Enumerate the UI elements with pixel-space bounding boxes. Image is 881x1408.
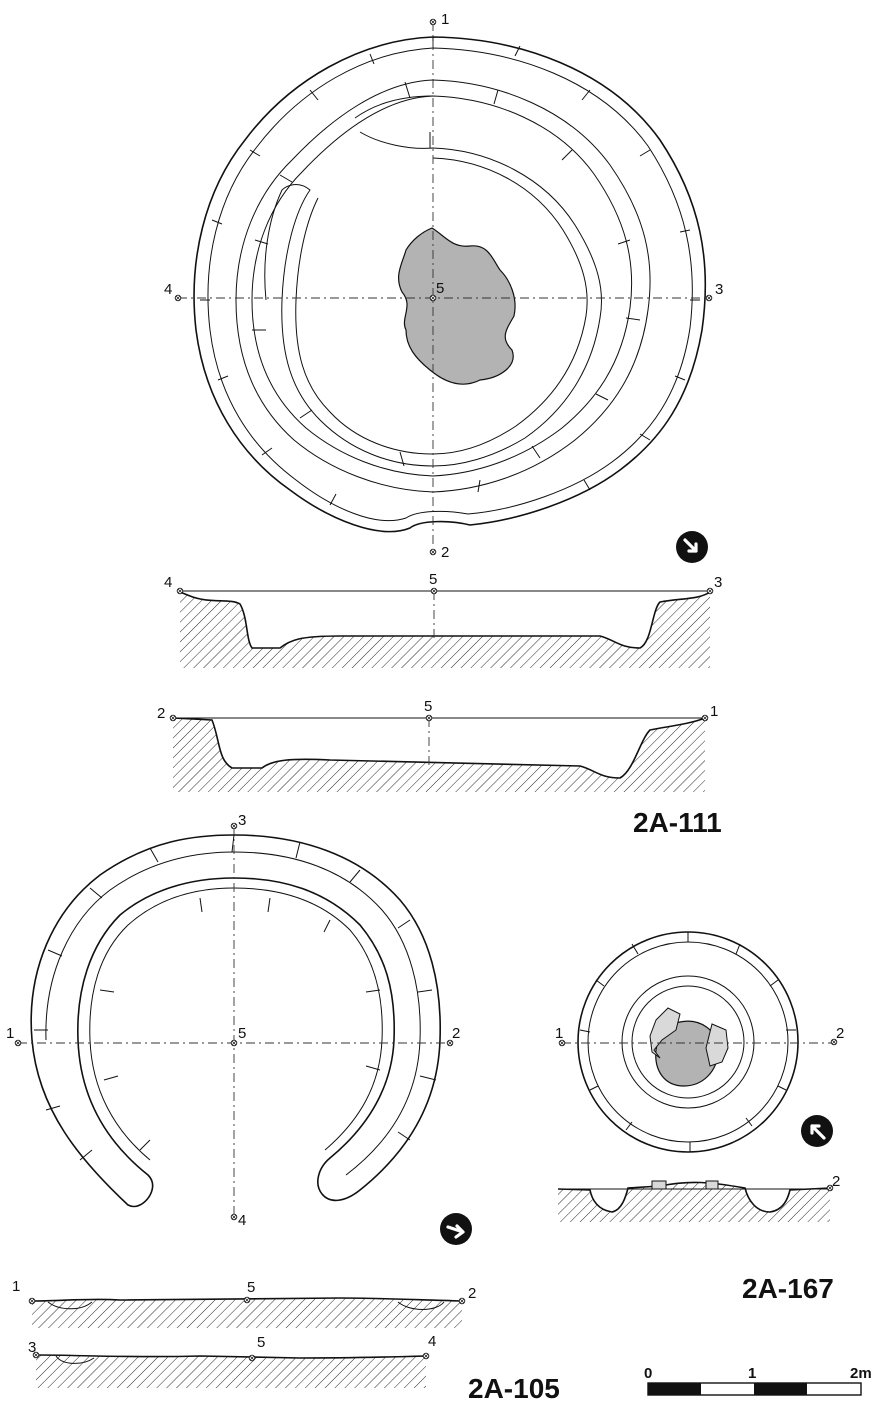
section-4-3-label-5: 5: [429, 571, 437, 588]
section-4-3-label-4: 4: [164, 574, 172, 591]
plan-2a-167: 1 2: [555, 931, 844, 1153]
scale-bar: 0 1 2m: [644, 1365, 872, 1396]
feature-label-2a-111: 2A-111: [633, 807, 722, 838]
point-label-1: 1: [441, 11, 449, 28]
feature-label-2a-105: 2A-105: [468, 1373, 560, 1404]
plan-2a-111: 1 2 3 4 5: [164, 11, 723, 563]
point-label-5: 5: [436, 280, 444, 297]
section-105a-label-5: 5: [247, 1279, 255, 1296]
scale-label-2m: 2m: [850, 1365, 872, 1382]
scale-label-1: 1: [748, 1365, 756, 1382]
point-label-3: 3: [715, 281, 723, 298]
section-2a-167: 2: [557, 1173, 840, 1222]
section-2-1-label-5: 5: [424, 698, 432, 715]
plan-105-label-3: 3: [238, 812, 246, 829]
section-167-label-2: 2: [832, 1173, 840, 1190]
north-arrow-icon: [801, 1115, 833, 1147]
section-1-2-2a-105: 1 5 2: [12, 1278, 476, 1328]
plan-167-label-1: 1: [555, 1025, 563, 1042]
section-105b-label-4: 4: [428, 1333, 436, 1350]
section-3-4-2a-105: 3 5 4: [28, 1333, 436, 1388]
plan-167-label-2: 2: [836, 1025, 844, 1042]
section-105b-label-5: 5: [257, 1334, 265, 1351]
north-arrow-icon: [440, 1213, 472, 1245]
section-2-1-label-2: 2: [157, 705, 165, 722]
point-label-4: 4: [164, 281, 172, 298]
section-4-3-label-3: 3: [714, 574, 722, 591]
north-arrow-icon: [676, 531, 708, 563]
plan-105-label-5: 5: [238, 1025, 246, 1042]
plan-105-label-1: 1: [6, 1025, 14, 1042]
scale-label-0: 0: [644, 1365, 652, 1382]
plan-105-label-4: 4: [238, 1212, 246, 1229]
section-4-3-2a-111: 4 5 3: [164, 571, 722, 668]
section-105a-label-1: 1: [12, 1278, 20, 1295]
section-105b-label-3: 3: [28, 1339, 36, 1356]
section-2-1-label-1: 1: [710, 703, 718, 720]
point-label-2: 2: [441, 544, 449, 561]
section-2-1-2a-111: 2 5 1: [157, 698, 718, 792]
section-105a-label-2: 2: [468, 1285, 476, 1302]
feature-label-2a-167: 2A-167: [742, 1273, 834, 1304]
plan-2a-105: 3 4 1 2 5: [6, 812, 472, 1245]
plan-105-label-2: 2: [452, 1025, 460, 1042]
